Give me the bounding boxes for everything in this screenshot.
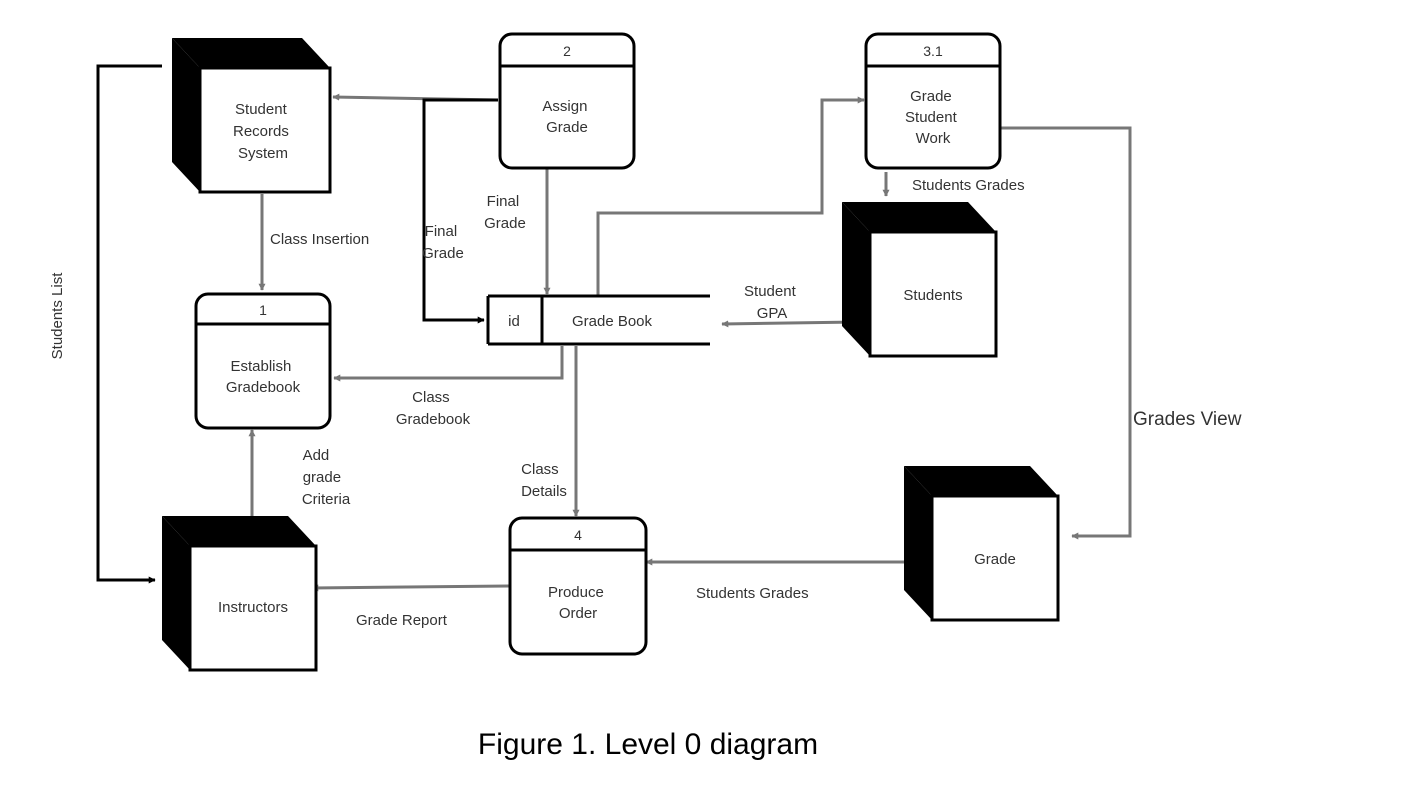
entity-label: Instructors (218, 599, 288, 616)
label-class-details: Class Details (521, 461, 567, 500)
flow-labels: Class Insertion Students List Final Grad… (49, 177, 1242, 629)
process-number: 4 (574, 527, 582, 543)
entity-students: Students (842, 202, 998, 358)
entity-label: Student Records System (233, 101, 293, 162)
process-2: 2 Assign Grade (498, 32, 636, 170)
entity-label: Grade (974, 551, 1016, 568)
process-label: Establish Gradebook (226, 358, 301, 396)
process-4: 4 Produce Order (508, 516, 648, 656)
datastore-id: id (508, 313, 520, 330)
process-label: Produce Order (548, 584, 608, 622)
label-class-insertion: Class Insertion (270, 231, 369, 248)
datastore-name: Grade Book (572, 313, 653, 330)
flow-grade-report (311, 584, 511, 592)
label-students-list: Students List (49, 272, 66, 360)
datastore-grade-book: id Grade Book (486, 294, 710, 346)
entity-grade: Grade (904, 466, 1060, 622)
flow-gradebook-to-3-1 (596, 96, 865, 296)
process-label: Assign Grade (542, 98, 591, 136)
label-final-grade-1: Final Grade (422, 223, 464, 262)
level-0-dfd: Student Records System Students Grade In… (49, 32, 1242, 672)
label-final-grade-2: Final Grade (484, 193, 526, 232)
label-grade-report: Grade Report (356, 612, 448, 629)
flow-final-grade-black (422, 98, 498, 324)
label-class-gradebook: Class Gradebook (396, 389, 471, 428)
process-1: 1 Establish Gradebook (194, 292, 332, 430)
flow-grades-view (1000, 126, 1132, 540)
flow-students-list (96, 64, 162, 584)
flows (96, 64, 1132, 592)
figure-caption: Figure 1. Level 0 diagram (477, 728, 819, 761)
entity-student-records-system: Student Records System (172, 38, 332, 194)
flow-class-gradebook (333, 346, 564, 382)
process-3-1: 3.1 Grade Student Work (864, 32, 1002, 170)
process-number: 1 (259, 302, 267, 318)
process-number: 3.1 (923, 43, 943, 59)
entity-instructors: Instructors (162, 516, 318, 672)
label-student-gpa: Student GPA (744, 283, 800, 322)
label-students-grades-2: Students Grades (696, 585, 809, 602)
label-students-grades-1: Students Grades (912, 177, 1025, 194)
label-add-grade-criteria: Add grade Criteria (302, 447, 351, 508)
process-label: Grade Student Work (905, 88, 961, 147)
entity-label: Students (903, 287, 962, 304)
label-grades-view: Grades View (1133, 409, 1242, 430)
process-number: 2 (563, 43, 571, 59)
flow-student-gpa (721, 320, 859, 328)
